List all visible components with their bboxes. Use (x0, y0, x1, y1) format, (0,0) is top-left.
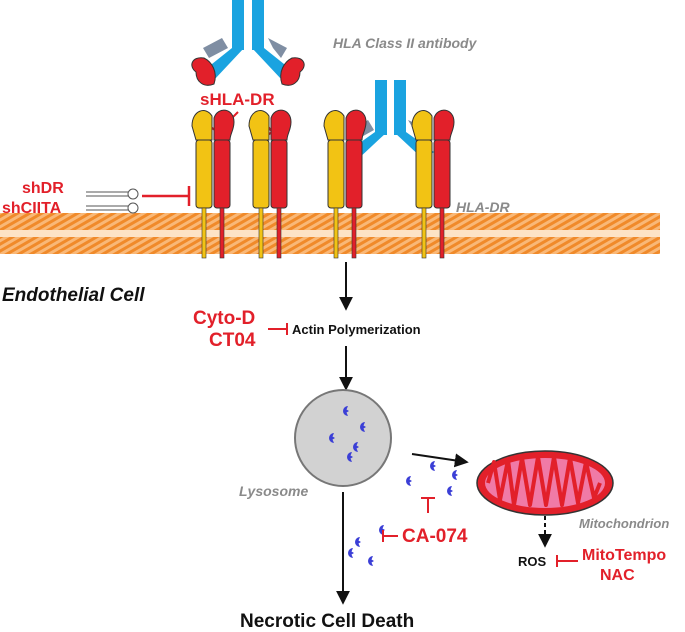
nac-label: NAC (600, 567, 635, 584)
mitochondrion-icon (476, 450, 614, 516)
actin-inhibition (268, 323, 288, 335)
ca074-inhibition (382, 497, 435, 542)
necrotic-cell-death-label: Necrotic Cell Death (240, 611, 414, 632)
lysosome-icon (294, 389, 392, 487)
lysosome-label: Lysosome (239, 483, 308, 499)
ca-074-label: CA-074 (402, 526, 468, 547)
arrow-to-mitochondrion (411, 453, 469, 468)
endothelial-cell-label: Endothelial Cell (2, 285, 145, 306)
shla-dr-label: sHLA-DR (200, 90, 275, 109)
ros-inhibition (556, 555, 578, 567)
shrna-inhibition (142, 186, 191, 206)
cyto-d-label: Cyto-D (193, 308, 255, 329)
hla-dr-label: HLA-DR (456, 199, 511, 215)
ros-label: ROS (518, 554, 547, 569)
shciita-label: shCIITA (2, 200, 62, 217)
mitotempo-label: MitoTempo (582, 547, 666, 564)
top-hla-antibody-icon (191, 0, 305, 86)
shdr-label: shDR (22, 180, 64, 197)
shrna-hairpin-icon (86, 188, 139, 214)
ct04-label: CT04 (209, 330, 256, 351)
membrane-core (0, 230, 660, 237)
antibody-label: HLA Class II antibody (333, 35, 478, 51)
actin-polymerization-label: Actin Polymerization (292, 322, 421, 337)
mitochondrion-label: Mitochondrion (579, 516, 669, 531)
